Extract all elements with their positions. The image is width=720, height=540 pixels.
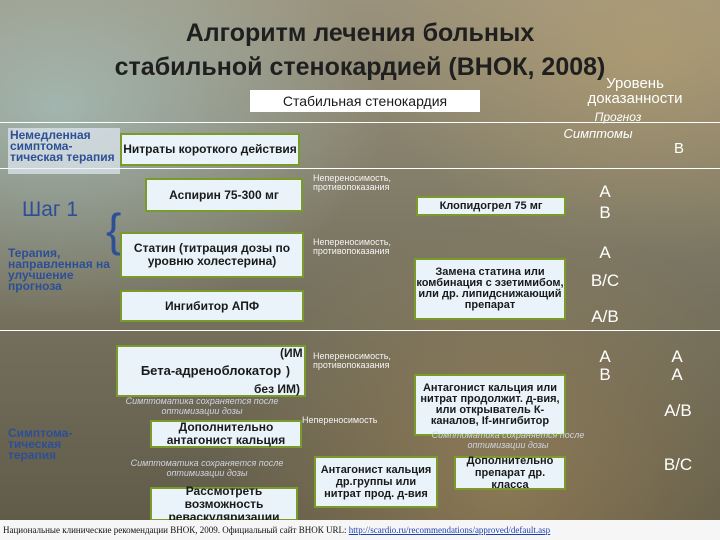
symptoms-persist-note-3: Симптоматика сохраняется после оптимизац… <box>431 430 585 450</box>
beta-note-no-mi: без ИМ) <box>254 382 301 396</box>
level-beta-prognosis-2: B <box>599 365 611 384</box>
level-statin-prognosis-2: B/C <box>590 271 620 290</box>
slide-title-line1: Алгоритм лечения больных <box>185 19 535 47</box>
nitrates-box: Нитраты короткого действия <box>120 133 300 166</box>
additional-drug-box: Дополнительно препарат др. класса <box>454 455 566 491</box>
calcium-antagonist-box: Антагонист кальция или нитрат продолжит.… <box>414 374 566 436</box>
level-clopidogrel-prognosis-2: B <box>599 203 611 222</box>
clopidogrel-box: Клопидогрел 75 мг <box>416 196 566 216</box>
divider-line <box>0 330 720 331</box>
symptomatic-therapy-label: Симптома-тическая терапия <box>8 426 73 462</box>
footer-link[interactable]: http://scardio.ru/recommendations/approv… <box>348 525 551 535</box>
subtitle-stable-angina: Стабильная стенокардия <box>250 90 480 112</box>
symptoms-persist-note-2: Симптоматика сохраняется после оптимизац… <box>130 458 284 478</box>
step-brace: { <box>106 204 122 256</box>
level-beta-symptoms-2: A <box>671 365 683 384</box>
immediate-therapy-label: Немедленная симптома-тическая терапия <box>10 128 115 164</box>
source-footer: Национальные клинические рекомендации ВН… <box>0 520 720 540</box>
statin-box: Статин (титрация дозы по уровню холестер… <box>120 232 304 278</box>
level-last-symptoms: B/C <box>663 455 693 474</box>
beta-note-mi: (ИМ <box>280 346 303 360</box>
beta-note-close: ) <box>286 364 290 378</box>
aspirin-box: Аспирин 75-300 мг <box>145 178 303 212</box>
intolerance-note-1: Непереносимость, противопоказания <box>313 173 391 192</box>
beta-blocker-box: Бета-адреноблокатор <box>116 345 306 397</box>
level-beta-prognosis-1: A <box>599 347 611 366</box>
intolerance-note-4: Непереносимость <box>302 415 378 425</box>
level-nitrates-symptoms: B <box>673 140 684 157</box>
step1-label: Шаг 1 <box>22 198 79 221</box>
level-statin-prognosis-1: A <box>599 243 611 262</box>
footer-text: Национальные клинические рекомендации ВН… <box>3 525 349 535</box>
intolerance-note-3: Непереносимость, противопоказания <box>313 351 391 370</box>
intolerance-note-2: Непереносимость, противопоказания <box>313 237 391 256</box>
level-calcium-symptoms: A/B <box>664 401 692 420</box>
prognosis-therapy-label: Терапия, направленная на улучшение прогн… <box>8 246 110 293</box>
revascularization-box: Рассмотреть возможность реваскуляризации <box>150 484 298 523</box>
symptoms-header: Симптомы <box>563 126 633 141</box>
divider-line <box>0 168 720 169</box>
level-beta-symptoms-1: A <box>671 347 683 366</box>
prognosis-header: Прогноз <box>594 110 642 124</box>
slide-title-line2: стабильной стенокардией (ВНОК, 2008) <box>114 53 606 81</box>
divider-line <box>0 122 720 123</box>
level-ace-prognosis: A/B <box>591 307 619 326</box>
add-calcium-antagonist-box: Дополнительно антагонист кальция <box>150 420 302 448</box>
ace-inhibitor-box: Ингибитор АПФ <box>120 290 304 322</box>
left-label-background <box>8 128 120 174</box>
symptoms-persist-note-1: Симптоматика сохраняется после оптимизац… <box>125 396 279 416</box>
level-clopidogrel-prognosis-1: A <box>599 182 611 201</box>
evidence-level-header: Уровень доказанности <box>587 75 683 107</box>
statin-replacement-box: Замена статина или комбинация с эзетимиб… <box>414 258 566 320</box>
calcium-antagonist-dihydro-box: Антагонист кальция др.группы или нитрат … <box>314 456 438 508</box>
